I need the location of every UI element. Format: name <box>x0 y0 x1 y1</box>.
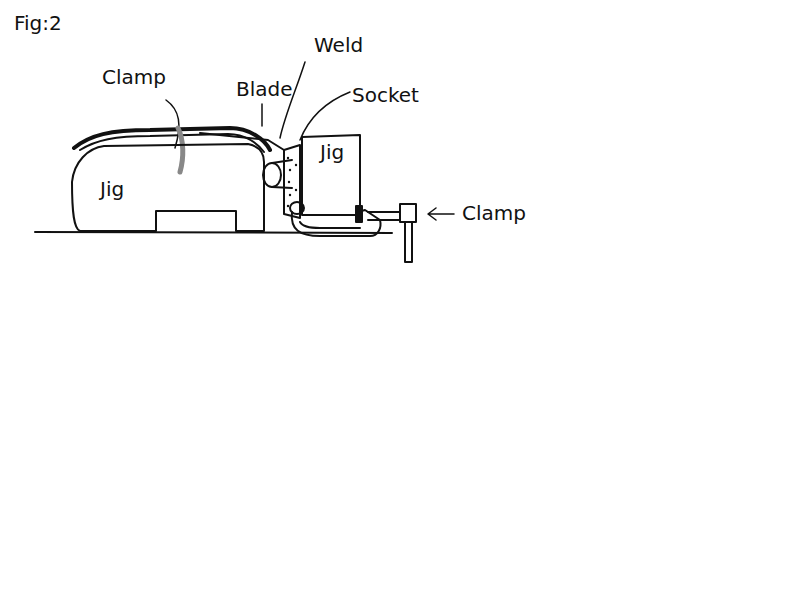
leader-line <box>280 62 305 138</box>
blade <box>200 133 284 150</box>
jig-shape: Jig <box>300 133 362 217</box>
leader-line <box>261 104 263 126</box>
socket-tube <box>263 163 281 187</box>
leader-arrow <box>428 208 454 220</box>
jig-shape: Jig <box>70 140 266 233</box>
socket-tube <box>272 160 292 188</box>
clamp-screw <box>400 204 416 222</box>
clamp-screw <box>368 212 400 220</box>
part-label: Weld <box>314 34 363 56</box>
part-label: Clamp <box>462 202 526 224</box>
clamp-mark <box>178 128 183 172</box>
part-label: Clamp <box>102 66 166 88</box>
jig-outline <box>70 140 266 233</box>
clamp-handle <box>405 222 412 262</box>
figure-title: Fig:2 <box>14 12 62 34</box>
part-label: Blade <box>236 78 293 100</box>
jig-label: Jig <box>320 141 344 163</box>
part-label: Socket <box>352 84 419 106</box>
clamp-arm <box>300 222 360 228</box>
leader-line <box>300 92 350 140</box>
leader-line <box>166 100 179 148</box>
socket-plate <box>284 145 300 218</box>
ground-line <box>35 232 392 233</box>
jig-label: Jig <box>100 178 124 200</box>
clamp-arm <box>292 210 381 236</box>
